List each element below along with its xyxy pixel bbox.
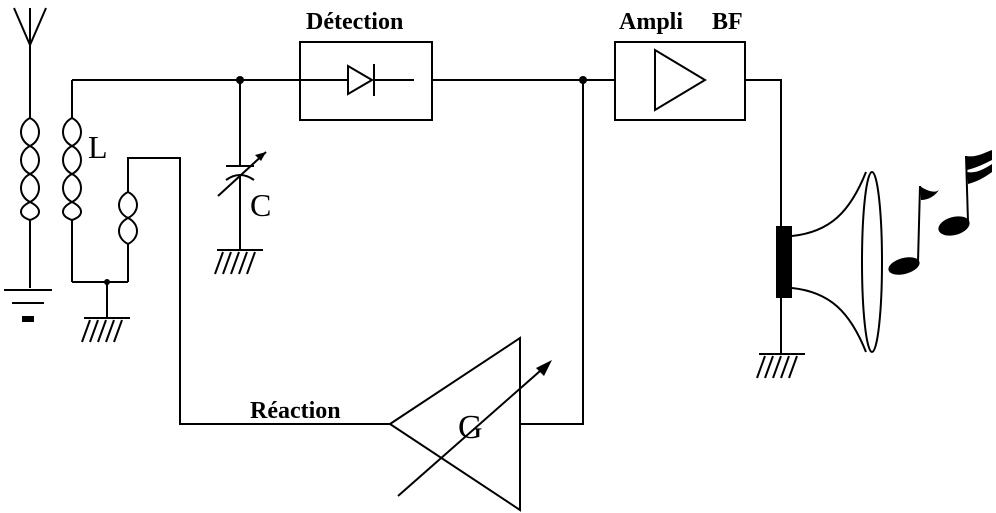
gain-amplifier-g	[388, 336, 552, 512]
detection-label: Détection	[306, 9, 403, 35]
antenna-icon	[13, 7, 47, 118]
reaction-coil	[118, 157, 390, 425]
detection-block	[299, 41, 433, 121]
inductor-label: L	[88, 129, 108, 165]
capacitor-ground-icon	[214, 249, 263, 275]
chassis-ground-icon	[81, 279, 130, 343]
ampli-label: Ampli	[619, 9, 683, 35]
speaker-ground-icon	[756, 353, 805, 379]
feedback-wire	[520, 80, 584, 425]
inductor-l	[62, 80, 128, 283]
double-music-note-icon	[938, 150, 992, 236]
variable-capacitor-c	[217, 80, 267, 250]
antenna-coil	[20, 117, 40, 288]
bf-label: BF	[712, 9, 743, 35]
music-note-icon	[888, 185, 940, 275]
reaction-label: Réaction	[250, 398, 341, 424]
capacitor-label: C	[250, 187, 271, 223]
earth-ground-icon	[4, 289, 52, 322]
gain-label: G	[458, 409, 483, 446]
loudspeaker-icon	[776, 171, 883, 354]
top-wire	[72, 76, 615, 84]
ampli-bf-block	[614, 41, 782, 226]
